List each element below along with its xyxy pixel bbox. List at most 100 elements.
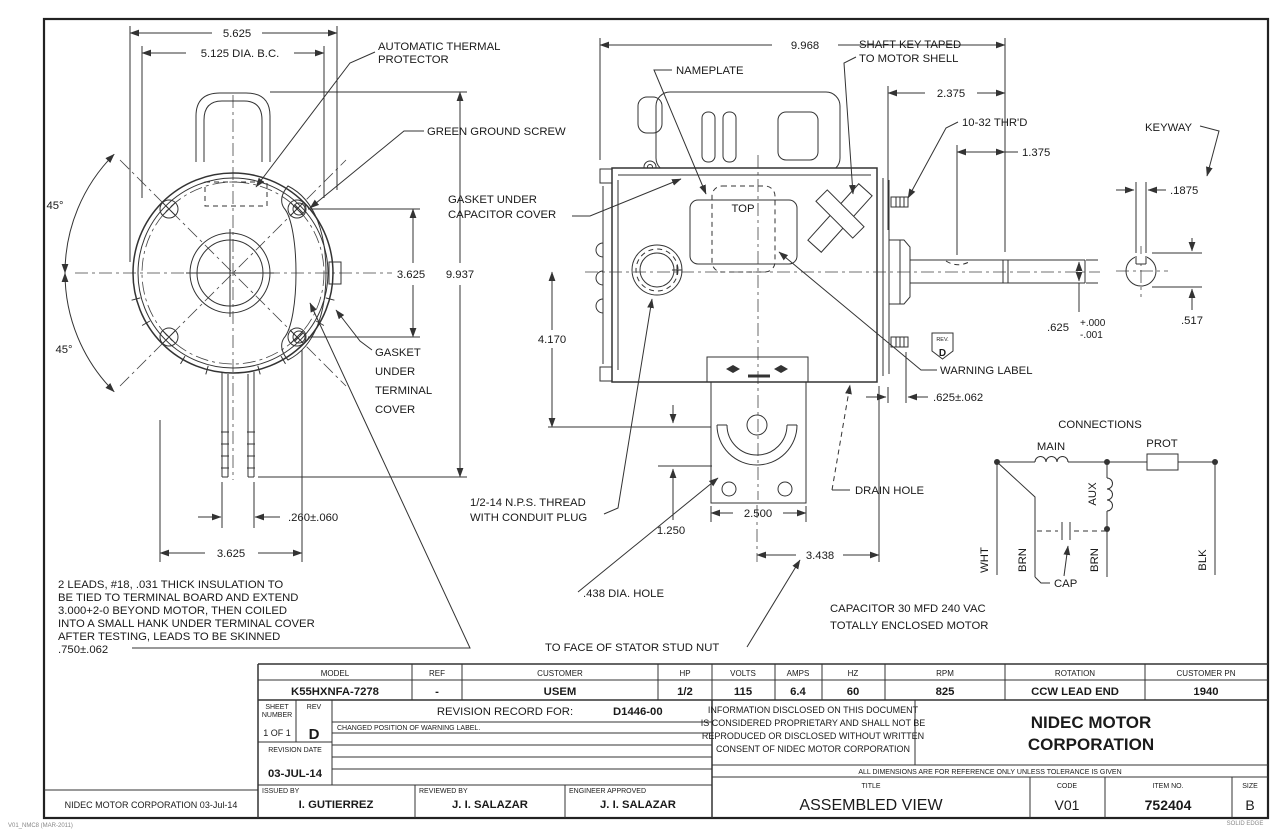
label-wire-brn1: BRN	[1017, 548, 1029, 572]
label-shaft-key-1: SHAFT KEY TAPED	[859, 39, 961, 51]
label-stator-nut: TO FACE OF STATOR STUD NUT	[545, 642, 719, 654]
proprietary-1: INFORMATION DISCLOSED ON THIS DOCUMENT	[708, 705, 919, 715]
proprietary-2: IS CONSIDERED PROPRIETARY AND SHALL NOT …	[701, 718, 926, 728]
label-thermal-protector-1: AUTOMATIC THERMAL	[378, 41, 500, 53]
keyway-detail: .1875 KEYWAY .517	[1116, 122, 1220, 327]
label-wire-brn2: BRN	[1089, 548, 1101, 572]
header-hz: HZ	[848, 669, 859, 678]
value-model: K55HXNFA-7278	[291, 686, 379, 698]
header-model: MODEL	[321, 669, 350, 678]
title-block-grid	[257, 663, 1268, 818]
label-gasket-terminal-1: GASKET	[375, 347, 421, 359]
label-thread: 10-32 THR'D	[962, 117, 1027, 129]
header-rotation: ROTATION	[1055, 669, 1095, 678]
dim-bracket-2500: 2.500	[744, 508, 772, 520]
header-customer-pn: CUSTOMER PN	[1177, 669, 1236, 678]
label-aux-winding: AUX	[1087, 482, 1099, 506]
label-gasket-capacitor-1: GASKET UNDER	[448, 194, 537, 206]
item-label: ITEM NO.	[1152, 783, 1183, 790]
proprietary-4: CONSENT OF NIDEC MOTOR CORPORATION	[716, 744, 910, 754]
side-view-labels: NAMEPLATE SHAFT KEY TAPED TO MOTOR SHELL…	[448, 39, 1033, 654]
dim-overall-length: 9.968	[791, 40, 819, 52]
mounting-legs	[221, 372, 255, 478]
rev-label: REV	[307, 704, 322, 711]
size-value: B	[1245, 797, 1254, 813]
label-warning: WARNING LABEL	[940, 365, 1033, 377]
rev-flag-letter: D	[939, 348, 946, 359]
header-rpm: RPM	[936, 669, 954, 678]
dim-shaft-tol-minus: -.001	[1080, 330, 1103, 341]
value-ref: -	[435, 686, 439, 698]
taped-key	[807, 183, 873, 253]
end-view-dimensions: 5.625 5.125 DIA. B.C. 45° 45° 3.625 9.93…	[46, 26, 474, 562]
code-label: CODE	[1057, 783, 1078, 790]
drawing-title: ASSEMBLED VIEW	[799, 797, 943, 814]
value-volts: 115	[734, 686, 752, 698]
dim-keyway-width: .1875	[1170, 185, 1198, 197]
note-line-4: INTO A SMALL HANK UNDER TERMINAL COVER	[58, 618, 315, 630]
approved-by: J. I. SALAZAR	[600, 799, 676, 811]
label-shaft-key-2: TO MOTOR SHELL	[859, 53, 958, 65]
label-gasket-terminal-2: UNDER	[375, 366, 415, 378]
side-view-dimensions: 9.968 2.375 1.375 4.170 .625±.062 1.250 …	[538, 38, 1106, 562]
label-keyway: KEYWAY	[1145, 122, 1193, 134]
header-amps: AMPS	[787, 669, 810, 678]
dim-overall-height: 9.937	[446, 269, 474, 281]
cad-id: SOLID EDGE	[1227, 821, 1264, 827]
dim-shaft-dia: .625	[1047, 322, 1069, 334]
rev-value: D	[309, 726, 320, 743]
dim-bolt-span-h: 3.625	[217, 548, 245, 560]
dim-shaft-ext: 2.375	[937, 88, 965, 100]
note-line-1: 2 LEADS, #18, .031 THICK INSULATION TO	[58, 579, 283, 591]
sheet-label-1: SHEET	[265, 704, 289, 711]
label-wire-blk: BLK	[1197, 549, 1209, 571]
revision-note: CHANGED POSITION OF WARNING LABEL.	[337, 725, 480, 732]
mounting-bracket	[548, 356, 809, 504]
revision-record-doc: D1446-00	[613, 706, 663, 718]
dim-angle-lower: 45°	[55, 344, 72, 356]
rim-ticks	[131, 297, 335, 375]
item-value: 752404	[1145, 797, 1192, 813]
issued-by-label: ISSUED BY	[262, 788, 300, 795]
mounting-bolts	[159, 199, 307, 347]
dim-lead-spacing: .260±.060	[288, 512, 338, 524]
note-line-5: AFTER TESTING, LEADS TO BE SKINNED	[58, 631, 280, 643]
dim-shaft-tol-plus: +.000	[1080, 318, 1106, 329]
connections-title: CONNECTIONS	[1058, 419, 1142, 431]
label-gasket-terminal-4: COVER	[375, 404, 415, 416]
label-protector: PROT	[1146, 438, 1177, 450]
reviewed-by: J. I. SALAZAR	[452, 799, 528, 811]
value-rotation: CCW LEAD END	[1031, 686, 1119, 698]
dim-center-height: 4.170	[538, 334, 566, 346]
value-amps: 6.4	[790, 686, 806, 698]
label-gasket-capacitor-2: CAPACITOR COVER	[448, 209, 556, 221]
label-thermal-protector-2: PROTECTOR	[378, 54, 449, 66]
dim-keyway-len: 1.375	[1022, 147, 1050, 159]
note-line-3: 3.000+2-0 BEYOND MOTOR, THEN COILED	[58, 605, 287, 617]
revision-date: 03-JUL-14	[268, 768, 323, 780]
issued-by: I. GUTIERREZ	[299, 799, 374, 811]
end-view-labels: AUTOMATIC THERMAL PROTECTOR GREEN GROUND…	[255, 41, 566, 416]
note-capacitor-1: CAPACITOR 30 MFD 240 VAC	[830, 603, 986, 615]
sheet-label-2: NUMBER	[262, 712, 292, 719]
form-id: V01_NMC8 (MAR-2011)	[8, 823, 73, 829]
dim-angle-upper: 45°	[46, 200, 63, 212]
sheet-value: 1 OF 1	[263, 728, 291, 738]
note-capacitor-2: TOTALLY ENCLOSED MOTOR	[830, 620, 988, 632]
dim-bracket-3438: 3.438	[806, 550, 834, 562]
thru-bolt-studs	[890, 196, 909, 348]
approved-label: ENGINEER APPROVED	[569, 788, 646, 795]
end-view	[75, 92, 392, 480]
note-line-6: .750±.062	[58, 644, 108, 656]
label-wire-wht: WHT	[979, 547, 991, 573]
side-view: TOP	[548, 91, 1100, 504]
dim-bolt-circle: 5.125 DIA. B.C.	[201, 48, 280, 60]
title-block: MODEL REF CUSTOMER HP VOLTS AMPS HZ RPM …	[257, 663, 1268, 818]
dimensions-note: ALL DIMENSIONS ARE FOR REFERENCE ONLY UN…	[858, 769, 1121, 776]
label-conduit-1: 1/2-14 N.P.S. THREAD	[470, 497, 586, 509]
header-volts: VOLTS	[730, 669, 756, 678]
value-hz: 60	[847, 686, 860, 698]
value-hp: 1/2	[677, 686, 693, 698]
